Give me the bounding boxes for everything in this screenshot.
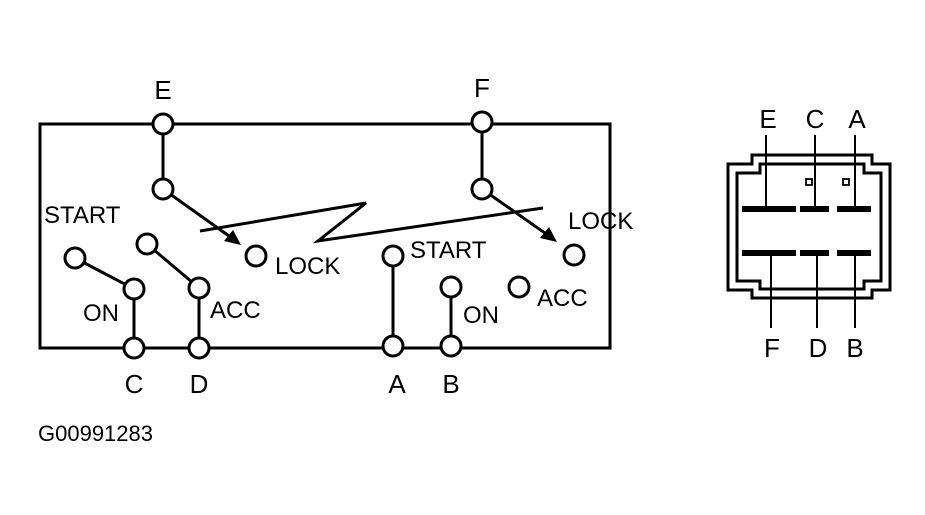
pin-e-blade [742,206,796,212]
pin-d-blade [800,250,829,256]
terminal-c-label: C [125,369,144,399]
terminal-a-node [381,334,405,358]
acc-right-label: ACC [537,285,588,312]
connector-housing-outer [726,153,892,300]
switch-schematic: E F C D A B START ON ACC LOCK START ON A… [38,73,633,399]
start-left-label: START [44,202,121,229]
connector-face: E C A F D B [726,104,892,363]
terminal-f-node [470,110,494,134]
pin-a-label: A [848,104,866,134]
e-pivot-node [151,177,175,201]
lock-right-contact [562,243,586,267]
pin-a-blade [837,206,871,212]
start-right-contact [381,244,405,268]
f-pivot-node [470,177,494,201]
on-left-label: ON [83,300,119,327]
terminal-c-node [122,336,146,360]
e-arm-arrowhead [224,230,241,245]
figure-code: G00991283 [38,421,153,446]
key-mark-2 [842,178,850,186]
terminal-e-label: E [154,75,171,105]
lock-left-contact [244,244,268,268]
e-switch-arm [162,187,237,243]
on-right-contact [439,275,463,299]
schematic-frame [38,122,612,350]
start-d-contact [135,232,159,256]
acc-right-contact [507,275,531,299]
mechanical-linkage [199,201,544,244]
pin-b-label: B [846,333,863,363]
terminal-b-label: B [442,369,459,399]
pin-f-label: F [764,333,780,363]
terminal-a-label: A [388,369,406,399]
f-arm-arrowhead [540,227,557,242]
start-left-contact [63,246,87,270]
pin-b-blade [837,250,871,256]
pin-e-label: E [759,104,776,134]
pin-d-label: D [809,333,828,363]
terminal-d-label: D [190,369,209,399]
pin-c-blade [800,206,829,212]
pin-f-blade [742,250,796,256]
key-mark-1 [805,178,813,186]
terminal-d-node [187,336,211,360]
acc-left-contact [187,276,211,300]
terminal-e-node [151,112,175,136]
lock-left-label: LOCK [275,253,340,280]
lock-right-label: LOCK [568,208,633,235]
on-left-contact [122,277,146,301]
terminal-b-node [439,334,463,358]
pin-c-label: C [806,104,825,134]
on-right-label: ON [463,302,499,329]
connector-housing-inner [735,162,883,291]
acc-left-label: ACC [210,297,261,324]
start-right-label: START [410,237,487,264]
f-switch-arm [481,187,553,240]
terminal-f-label: F [474,73,490,103]
